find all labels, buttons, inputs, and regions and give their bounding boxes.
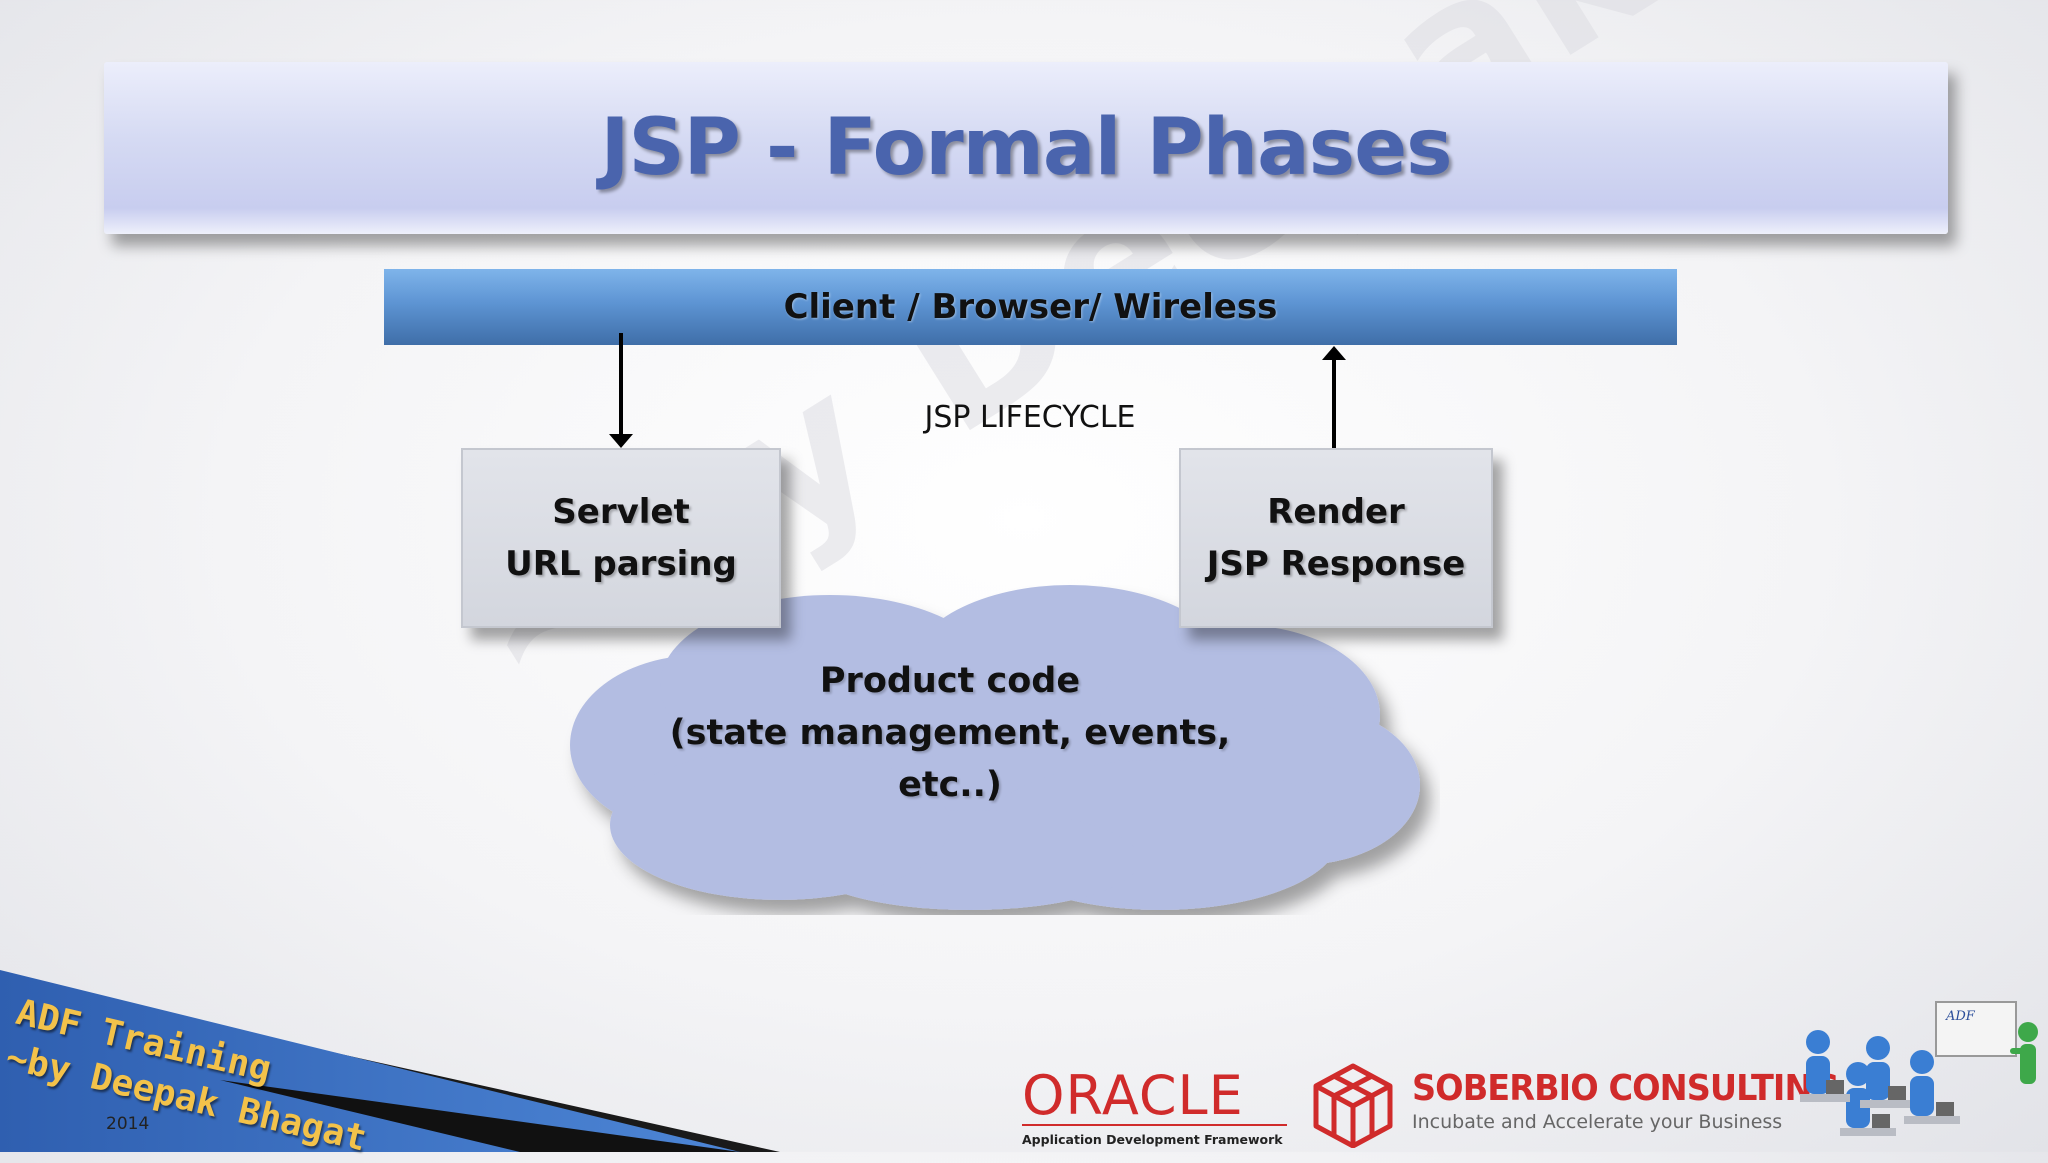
cloud-text-line2: (state management, events, <box>620 707 1280 759</box>
cloud-text-line1: Product code <box>620 655 1280 707</box>
arrow-down-head <box>609 434 633 448</box>
oracle-logo-name: ORACLE <box>1022 1068 1287 1126</box>
student-figures <box>1806 1030 1934 1128</box>
oracle-logo-subtitle: Application Development Framework <box>1022 1132 1287 1147</box>
cloud-text: Product code (state management, events, … <box>620 655 1280 811</box>
banner-year: 2014 <box>106 1114 149 1134</box>
soberbio-name: SOBERBIO CONSULTING <box>1412 1068 1838 1109</box>
arrow-up-head <box>1322 346 1346 360</box>
render-box-line1: Render <box>1267 486 1405 538</box>
cloud-text-line3: etc..) <box>620 759 1280 811</box>
servlet-box: Servlet URL parsing <box>461 448 781 628</box>
render-box: Render JSP Response <box>1179 448 1493 628</box>
soberbio-cube-icon <box>1312 1062 1394 1148</box>
servlet-box-line2: URL parsing <box>505 538 737 590</box>
classroom-illustration: ADF <box>1796 996 2046 1152</box>
servlet-box-line1: Servlet <box>552 486 689 538</box>
oracle-logo: ORACLE Application Development Framework <box>1022 1068 1287 1147</box>
render-box-line2: JSP Response <box>1207 538 1466 590</box>
whiteboard-label: ADF <box>1945 1009 1976 1024</box>
